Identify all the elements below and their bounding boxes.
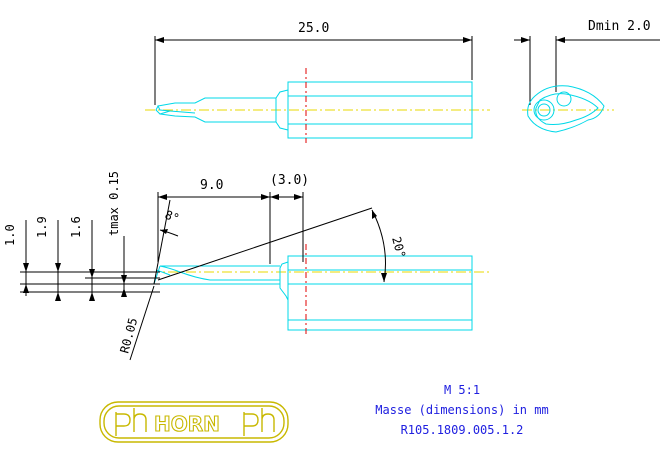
info-scale: M 5:1 xyxy=(444,383,480,397)
detail-shank xyxy=(287,255,473,331)
dim-angle-8: 8° xyxy=(163,208,181,226)
dim-height-1-0: 1.0 xyxy=(3,224,17,246)
dim-dmin: Dmin 2.0 xyxy=(588,19,651,34)
info-units: Masse (dimensions) in mm xyxy=(375,403,548,417)
dim-total-length: 25.0 xyxy=(298,21,329,36)
top-shank xyxy=(287,81,473,139)
dim-tmax: tmax 0.15 xyxy=(107,171,121,236)
detail-view: 9.0 (3.0) 20° 8° R0.05 1.0 1.9 xyxy=(3,171,490,361)
info-block: M 5:1 Masse (dimensions) in mm R105.1809… xyxy=(375,383,548,437)
logo-text: HORN xyxy=(154,412,220,436)
dim-angle-20: 20° xyxy=(389,235,408,260)
dim-radius: R0.05 xyxy=(117,316,140,355)
info-part-number: R105.1809.005.1.2 xyxy=(401,423,524,437)
top-view: 25.0 xyxy=(145,21,490,143)
dim-height-1-6: 1.6 xyxy=(69,216,83,238)
horn-logo: HORN xyxy=(99,401,289,443)
end-view: Dmin 2.0 xyxy=(514,19,660,133)
dim-length-3: (3.0) xyxy=(270,173,309,188)
dim-height-1-9: 1.9 xyxy=(35,216,49,238)
dim-length-9: 9.0 xyxy=(200,178,223,193)
